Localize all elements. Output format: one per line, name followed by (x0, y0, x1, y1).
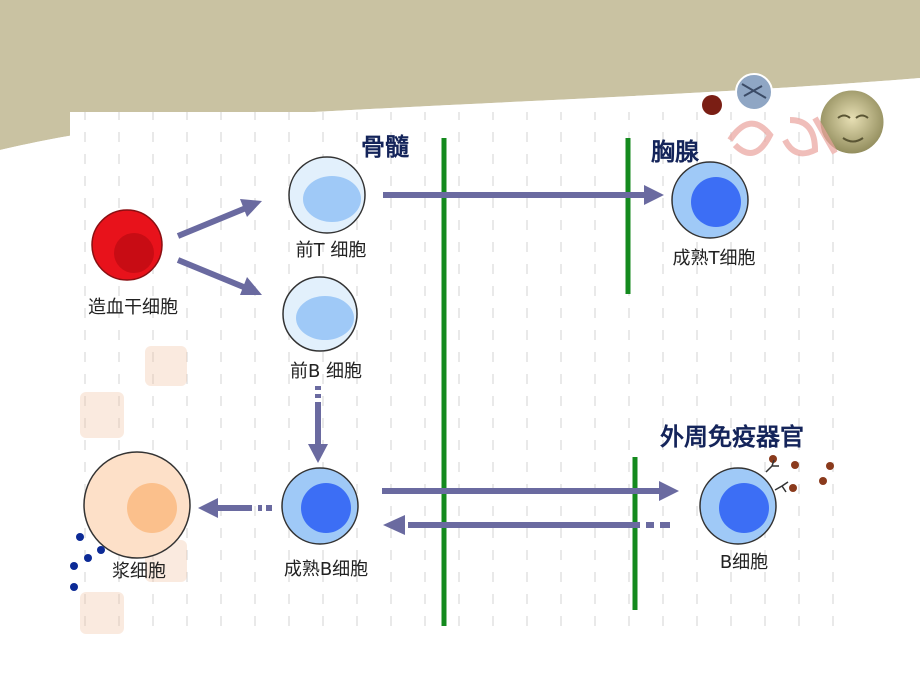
arrow-pre-t-to-mature-t (383, 185, 664, 205)
b-cell (699, 467, 777, 545)
antibody-dots (70, 533, 105, 591)
arrow-b-cell-return (383, 515, 670, 535)
arrow-pre-b-to-mature-b (308, 386, 328, 463)
label-b-cell: B细胞 (719, 552, 769, 573)
boundary-lines (441, 138, 638, 626)
mature-t-cell (671, 161, 749, 239)
arrow-mature-b-to-peripheral (382, 481, 679, 501)
arrow-hsc-to-pre-t (176, 199, 262, 239)
label-pre-t: 前T 细胞 (295, 240, 367, 261)
label-plasma: 浆细胞 (112, 561, 166, 582)
label-mature-b: 成熟B细胞 (283, 559, 369, 580)
pre-b-cell (282, 276, 358, 352)
hsc-cell (91, 209, 163, 281)
pre-t-cell (288, 156, 366, 234)
arrow-hsc-to-pre-b (176, 257, 262, 295)
label-pre-b: 前B 细胞 (289, 361, 363, 382)
label-thymus: 胸腺 (651, 137, 699, 166)
label-hsc: 造血干细胞 (88, 297, 178, 318)
mature-b-cell (281, 467, 359, 545)
antigen-receptors (765, 455, 834, 493)
arrow-mature-b-to-plasma (198, 498, 272, 518)
label-mature-t: 成熟T细胞 (672, 248, 756, 269)
decorative-logo (702, 73, 887, 157)
arrows (176, 185, 679, 535)
label-bone-marrow: 骨髓 (361, 132, 409, 161)
plasma-cell (83, 451, 191, 559)
label-peripheral-organs: 外周免疫器官 (660, 422, 804, 451)
stamp-decoration (80, 346, 187, 634)
